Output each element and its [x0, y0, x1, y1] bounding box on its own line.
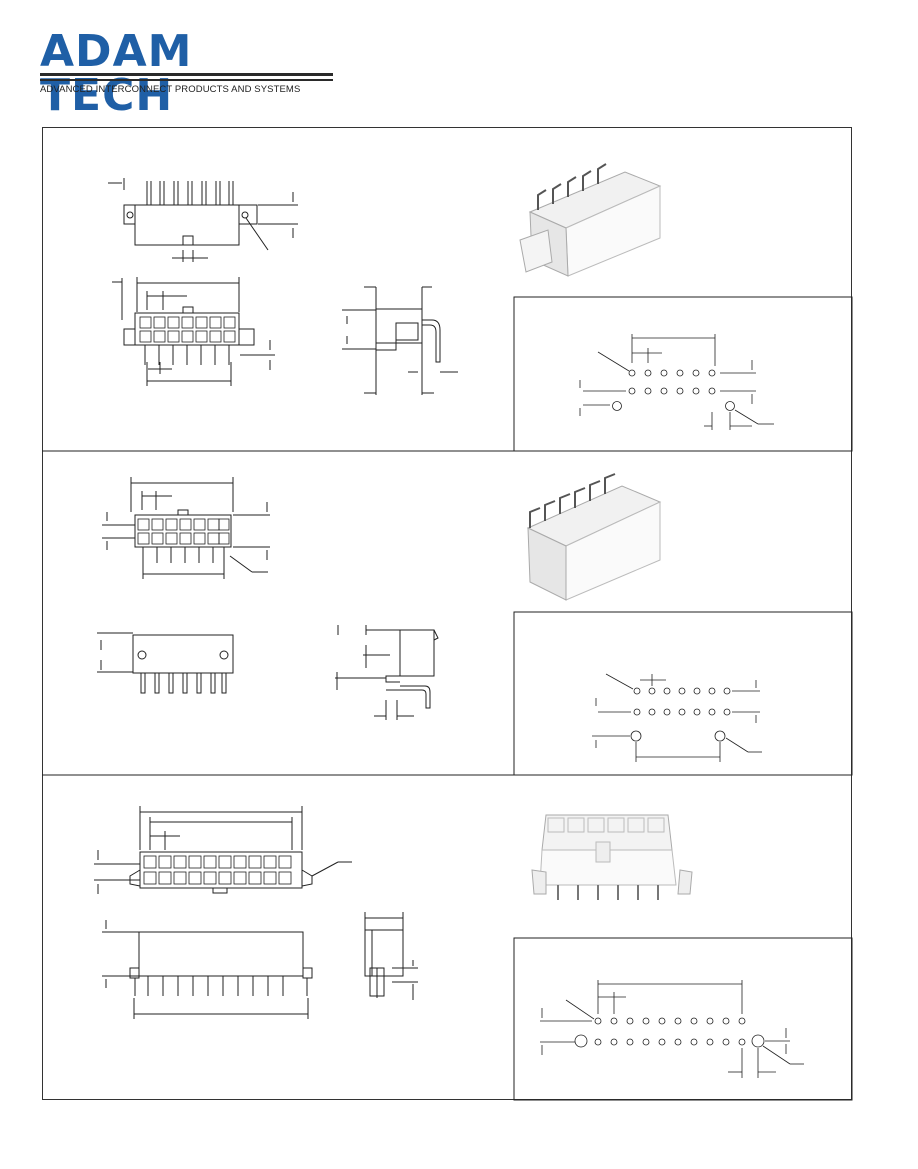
- pcb-layout-box: [513, 937, 853, 1101]
- s1-pcb-layout: [579, 334, 774, 430]
- s2-side-view: [335, 625, 439, 720]
- pcb-layout-box: [513, 611, 853, 776]
- s1-top-view: [108, 178, 298, 262]
- section-3-drawings: [94, 806, 804, 1078]
- s2-bottom-view: [97, 632, 234, 694]
- s3-side-view-long: [102, 920, 313, 1019]
- logo-rule-bottom: [40, 79, 333, 81]
- s2-product-image: [526, 473, 662, 601]
- s1-side-view: [342, 286, 458, 395]
- s3-pcb-layout: [540, 980, 804, 1078]
- s1-product-image: [519, 163, 662, 277]
- logo-rule-top: [40, 73, 333, 76]
- s3-front-view: [94, 806, 352, 894]
- s2-pcb-layout: [592, 673, 762, 762]
- s1-front-view: [112, 277, 275, 386]
- s3-product-image: [531, 814, 693, 900]
- s3-end-view: [364, 912, 418, 1000]
- company-tagline: ADVANCED INTERCONNECT PRODUCTS AND SYSTE…: [40, 84, 301, 95]
- company-logo: ADAM TECH: [40, 30, 335, 118]
- section-2-drawings: [97, 473, 762, 762]
- s2-front-view: [102, 477, 270, 579]
- section-1-drawings: [108, 163, 774, 430]
- pcb-layout-box: [513, 296, 853, 452]
